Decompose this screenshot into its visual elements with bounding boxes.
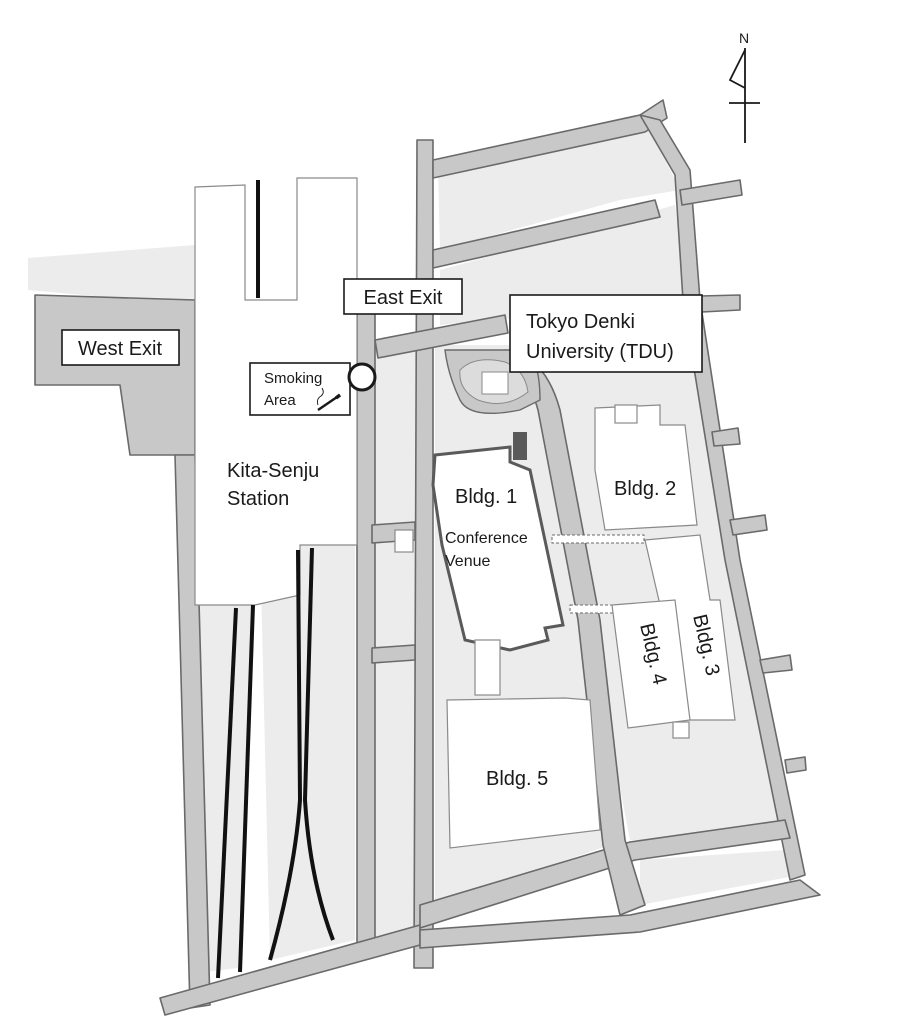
west-exit-text: West Exit [78,338,163,360]
bldg-4-annex [672,721,690,739]
north-arrow: N [728,30,760,143]
rail-line-1 [216,607,238,979]
road-425-vertical [413,139,434,969]
smoking-text-line1: Smoking [264,370,322,387]
bldg-2-shape [594,404,698,531]
bldg-5-shape [446,697,601,849]
road-spur-6 [784,756,807,774]
small-structure-2 [394,529,414,553]
campus-buildings [394,349,736,849]
tdu-text-line1: Tokyo Denki [526,311,635,333]
smoking-area-marker [347,362,377,392]
bldg-2-annex [614,404,638,424]
block-east-strip [372,338,420,945]
tdu-box [509,294,703,373]
bldg-5-text: Bldg. 5 [486,768,548,790]
west-plaza-road [34,294,196,456]
rail-line-4 [302,547,335,941]
north-arrowhead-icon [728,49,746,89]
east-exit-box [343,278,463,315]
smoking-text-line2: Area [264,392,296,409]
bldg-1-tower [513,432,527,460]
road-spur-3 [711,427,741,447]
tdu-label: Tokyo Denki University (TDU) [509,294,703,373]
road-east-outer [639,114,806,881]
road-campus-south-2 [419,879,821,949]
road-west-vertical [174,454,211,1009]
road-central-vertical [356,299,376,949]
small-structure-1 [474,639,501,696]
east-exit-text: East Exit [364,287,443,309]
station-text-line2: Station [227,488,289,510]
smoking-area-box [249,362,351,416]
bldg-2-text: Bldg. 2 [614,478,676,500]
block-west-top [28,245,195,305]
plaza-court [481,371,509,395]
rail-line-2 [238,604,255,973]
cigarette-icon [316,387,342,412]
north-letter: N [739,30,749,46]
bldg-1-shape [431,445,565,652]
station-text-line1: Kita-Senju [227,460,319,482]
conference-text-line2: Venue [445,553,490,570]
west-exit-label: West Exit [61,329,180,366]
bldg-1-text: Bldg. 1 [455,486,517,508]
block-southeast [640,850,800,905]
road-campus-south [419,819,791,929]
road-stub-2 [371,644,416,664]
smoking-area-label: Smoking Area [249,362,377,416]
west-exit-box [61,329,180,366]
road-spur-4 [729,514,768,536]
road-spur-2 [699,294,741,313]
tdu-text-line2: University (TDU) [526,341,674,363]
rail-tracks [216,180,335,979]
road-east-exit-horizontal [374,314,509,359]
road-spur-5 [759,654,793,674]
east-exit-label: East Exit [343,278,463,315]
rail-line-3 [268,549,303,961]
road-spur-1 [679,179,743,206]
conference-text-line1: Conference [445,530,528,547]
road-northeast-diagonal [432,199,661,269]
bldg-4-shape [611,599,691,729]
bridge-upper [551,534,645,544]
block-under-station-west [195,600,255,972]
